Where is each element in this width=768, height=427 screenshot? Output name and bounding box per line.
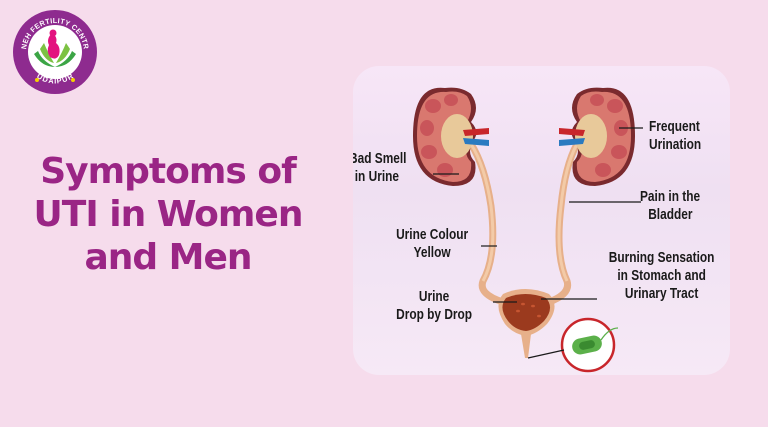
page-title: Symptoms of UTI in Women and Men [18, 150, 318, 279]
leader-lines [433, 127, 643, 303]
label-line: Pain in the [640, 189, 701, 205]
label-urine-colour: Urine Colour Yellow [387, 226, 477, 262]
label-line: in Stomach and [617, 268, 706, 284]
title-line: Symptoms of [40, 151, 296, 192]
label-line: Urination [649, 137, 702, 153]
urinary-tract-diagram: Bad Smell in Urine Frequent Urination Pa… [353, 66, 730, 375]
label-burning-sensation: Burning Sensation in Stomach and Urinary… [596, 249, 727, 303]
title-line: and Men [84, 237, 252, 278]
label-line: Burning Sensation [608, 250, 715, 266]
ureter-icon [467, 140, 581, 306]
logo-bottom-text: UDAIPUR [35, 71, 75, 85]
label-line: Bladder [648, 207, 693, 223]
label-line: Urine Colour [396, 227, 469, 243]
logo-dot-icon [35, 78, 39, 82]
title-line: UTI in Women [33, 194, 304, 235]
bacteria-icon [527, 317, 619, 373]
logo-dot-icon [71, 78, 75, 82]
label-line: Bad Smell [353, 151, 407, 167]
kidney-right-icon [559, 87, 635, 186]
label-line: Yellow [413, 245, 451, 261]
label-line: in Urine [354, 169, 400, 185]
label-line: Urine [418, 289, 450, 305]
label-drop-by-drop: Urine Drop by Drop [389, 288, 479, 324]
label-line: Drop by Drop [396, 307, 473, 323]
label-pain-bladder: Pain in the Bladder [640, 188, 700, 224]
label-bad-smell: Bad Smell in Urine [353, 150, 406, 186]
kidney-left-icon [413, 87, 489, 186]
bladder-icon [498, 289, 555, 358]
logo: SNEH FERTILITY CENTRE UDAIPUR [9, 2, 98, 95]
label-line: Frequent [649, 119, 700, 135]
label-frequent-urination: Frequent Urination [649, 118, 701, 154]
label-line: Urinary Tract [624, 286, 699, 302]
lotus-hands-icon [34, 29, 76, 67]
